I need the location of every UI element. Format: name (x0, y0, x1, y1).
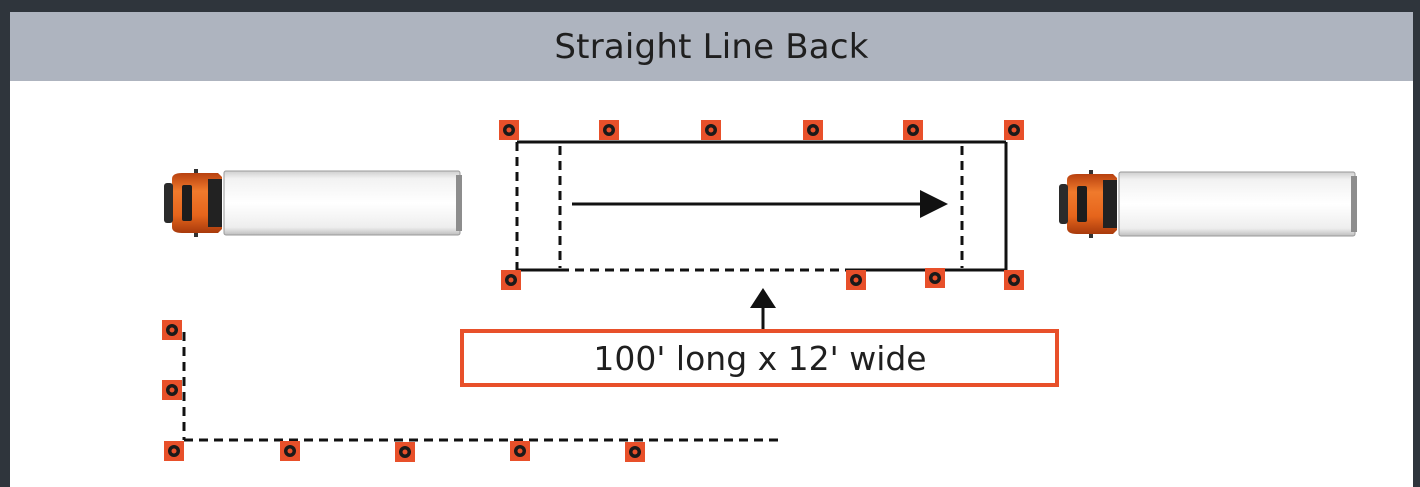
cone-icon (510, 441, 530, 461)
cone-icon (625, 442, 645, 462)
cone-icon (280, 441, 300, 461)
start-marker-lines (182, 332, 780, 442)
backing-lane (515, 140, 1008, 272)
cone-icon (925, 268, 945, 288)
header-bar: Straight Line Back (10, 12, 1413, 81)
cone-icon (599, 120, 619, 140)
direction-arrow-icon (572, 190, 948, 218)
cone-icon (162, 320, 182, 340)
cone-icon (164, 441, 184, 461)
cone-icon (499, 120, 519, 140)
dimension-label: 100' long x 12' wide (593, 339, 926, 378)
cone-icon (803, 120, 823, 140)
pointer-arrow-icon (750, 288, 776, 330)
diagram-frame: Straight Line Back (10, 12, 1413, 487)
cone-icon (1004, 120, 1024, 140)
cone-icon (395, 442, 415, 462)
dimension-label-box: 100' long x 12' wide (460, 329, 1059, 387)
page-title: Straight Line Back (554, 26, 869, 67)
truck-icon-left (163, 168, 463, 238)
cone-icon (701, 120, 721, 140)
cone-icon (501, 270, 521, 290)
cone-icon (162, 380, 182, 400)
cone-icon (846, 270, 866, 290)
cone-icon (903, 120, 923, 140)
cone-icon (1004, 270, 1024, 290)
truck-icon-right (1058, 169, 1358, 239)
